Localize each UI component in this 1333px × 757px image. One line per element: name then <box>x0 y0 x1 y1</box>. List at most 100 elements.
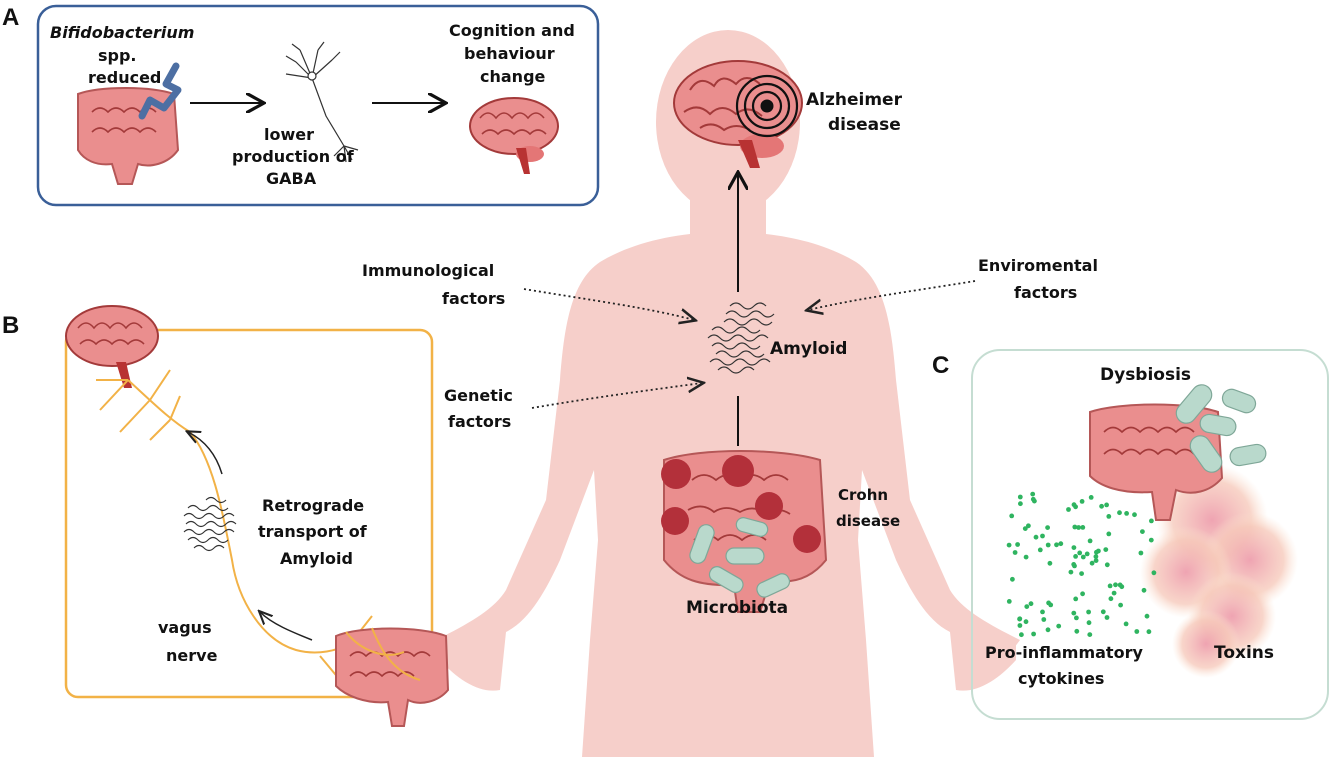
cytokine-dot <box>1123 621 1129 627</box>
cytokines-line-1: Pro-inflammatory <box>985 643 1143 662</box>
dysbiosis-bacteria <box>1175 384 1267 473</box>
vagus-line-2: nerve <box>166 646 218 665</box>
gaba-line-2: production of <box>232 147 354 166</box>
panel-a-box <box>36 4 600 207</box>
cytokine-dot <box>1099 503 1104 509</box>
microbiota-label: Microbiota <box>686 598 789 618</box>
cytokine-dot <box>1015 542 1020 547</box>
gaba-line-1: lower <box>264 125 314 144</box>
cytokine-dot <box>1018 501 1023 507</box>
cognition-line-2: behaviour <box>464 44 555 63</box>
alzheimer-line-1: Alzheimer <box>806 90 902 110</box>
cytokine-dot <box>1108 596 1114 602</box>
cytokine-dot <box>1084 551 1090 557</box>
cytokine-dot <box>1006 599 1012 604</box>
immunological-line-1: Immunological <box>362 261 495 280</box>
cytokine-dot <box>1144 613 1150 619</box>
reduced-label: reduced <box>88 68 162 87</box>
cytokine-dot <box>1106 514 1112 519</box>
cytokine-dot <box>1047 560 1053 566</box>
panel-label-a: A <box>2 4 20 31</box>
crohn-line-1: Crohn <box>838 486 889 504</box>
panel-a-brain <box>469 97 559 174</box>
cytokine-dot <box>1132 512 1137 518</box>
cytokine-dot <box>1041 617 1047 622</box>
cytokine-dot <box>1141 587 1147 593</box>
cytokine-dot <box>1086 620 1092 626</box>
cytokine-dot <box>1106 531 1112 537</box>
cytokine-dot <box>1017 616 1022 622</box>
cytokine-dot <box>1146 629 1152 635</box>
cytokine-dot <box>1080 591 1085 597</box>
cytokine-dot <box>1104 502 1109 508</box>
cytokine-dot <box>1068 569 1074 575</box>
cytokine-dot <box>1030 491 1036 497</box>
cytokine-dot <box>1117 510 1122 516</box>
panel-b-brain <box>65 305 159 388</box>
cytokine-dot <box>1151 570 1157 576</box>
cytokine-dot <box>1118 602 1123 608</box>
gaba-line-3: GABA <box>266 169 317 188</box>
cytokine-dot <box>1040 533 1045 539</box>
cytokine-dot <box>1087 632 1093 637</box>
cytokine-dot <box>1079 499 1085 504</box>
panel-label-b: B <box>2 312 20 339</box>
amyloid-label: Amyloid <box>770 339 848 359</box>
center-intestine <box>661 450 828 613</box>
cytokine-dot <box>1080 525 1086 530</box>
cytokine-dot <box>1148 537 1154 543</box>
cytokine-dot <box>1028 601 1034 607</box>
arrow-immunological <box>523 288 694 320</box>
cytokine-dot <box>1017 494 1023 500</box>
amyloid-fibrils <box>707 302 775 374</box>
cytokine-dot <box>1074 628 1080 634</box>
retrograde-amyloid-fibrils <box>183 496 237 552</box>
cytokine-dot <box>1107 583 1113 589</box>
cytokine-dot <box>1104 562 1110 568</box>
cytokine-dot <box>1023 554 1029 560</box>
panel-b-box <box>64 328 434 699</box>
cytokine-dot <box>1089 560 1095 566</box>
cognition-line-1: Cognition and <box>449 21 575 40</box>
cytokines-dots <box>1006 491 1157 638</box>
cytokine-dot <box>1024 604 1030 609</box>
arrow-environmental <box>808 280 976 310</box>
alzheimer-line-2: disease <box>828 115 901 135</box>
arrow-b-lower <box>260 612 313 641</box>
neuron-icon <box>285 41 359 163</box>
cytokine-dot <box>1030 496 1036 502</box>
cytokine-dot <box>1045 525 1050 530</box>
retrograde-line-2: transport of <box>258 522 367 541</box>
cytokine-dot <box>1045 627 1051 633</box>
immunological-line-2: factors <box>442 289 506 308</box>
cytokine-dot <box>1071 502 1077 508</box>
cytokine-dot <box>1040 609 1045 615</box>
cytokine-dot <box>1076 525 1081 530</box>
cytokine-dot <box>1019 632 1024 638</box>
cytokine-dot <box>1071 562 1077 567</box>
cytokine-dot <box>1073 554 1078 559</box>
cytokine-dot <box>1058 541 1064 547</box>
cytokine-dot <box>1072 524 1078 530</box>
cytokine-dot <box>1017 623 1023 628</box>
cytokine-dot <box>1074 615 1079 621</box>
cytokine-dot <box>1031 631 1036 637</box>
arrow-b-upper <box>188 432 223 475</box>
cytokine-dot <box>1093 558 1099 563</box>
cytokine-dot <box>1073 596 1079 602</box>
retrograde-line-3: Amyloid <box>280 549 353 568</box>
retrograde-line-1: Retrograde <box>262 496 365 515</box>
cytokine-dot <box>1077 550 1083 556</box>
dysbiosis-label: Dysbiosis <box>1100 365 1192 385</box>
cytokine-dot <box>1071 610 1077 616</box>
cytokine-dot <box>1138 550 1144 556</box>
cytokine-dot <box>1045 542 1051 548</box>
cytokine-dot <box>1037 547 1043 553</box>
bifidobacterium-icon <box>138 62 182 120</box>
arrow-genetic <box>531 383 702 409</box>
cytokine-dot <box>1054 542 1059 548</box>
cytokine-dot <box>1009 513 1015 519</box>
cytokine-dot <box>1080 554 1086 560</box>
cytokine-dot <box>1096 548 1101 554</box>
cytokine-dot <box>1113 582 1118 588</box>
